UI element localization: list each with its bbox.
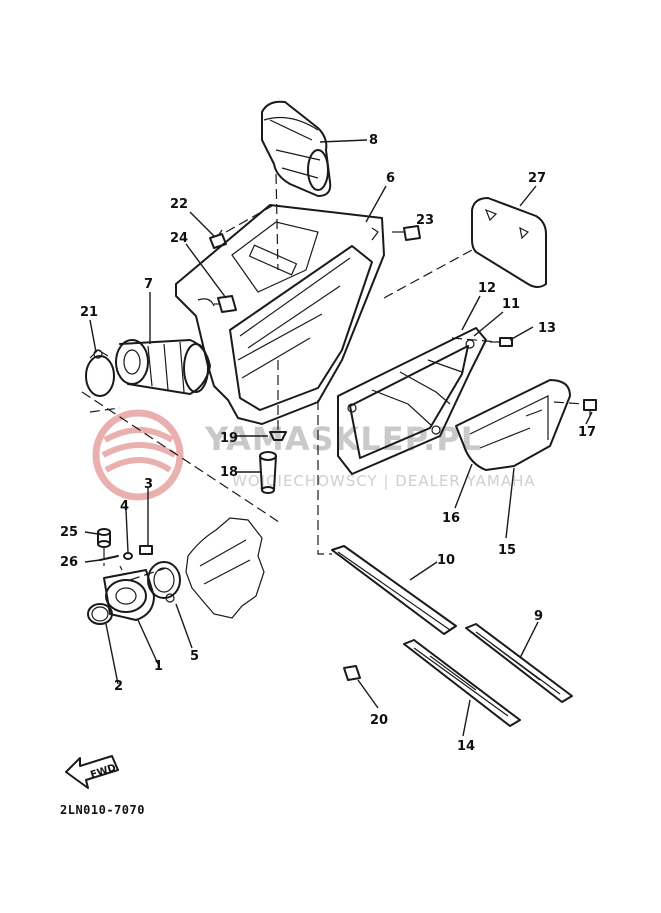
label-part-1: 1 [154, 659, 163, 674]
part-10-filter [331, 545, 457, 635]
watermark-brand: YAMASKLEP.PL [204, 420, 482, 458]
part-16-cover [455, 379, 571, 471]
label-part-27: 27 [528, 171, 546, 186]
part-17-screw [583, 399, 597, 416]
label-part-7: 7 [144, 277, 153, 292]
part-25-collar [97, 528, 111, 548]
label-part-6: 6 [386, 171, 395, 186]
watermark-subtitle: WOJCIECHOWSCY | DEALER YAMAHA [232, 472, 536, 490]
part-19-clip [269, 431, 287, 441]
part-6-air-cleaner-case [175, 204, 385, 425]
part-9-filter [465, 623, 573, 703]
label-part-5: 5 [190, 649, 199, 664]
watermark: YAMASKLEP.PL WOJCIECHOWSCY | DEALER YAMA… [92, 409, 536, 501]
watermark-logo-icon [92, 409, 184, 501]
part-12-element-frame [337, 327, 487, 475]
fwd-label: FWD [89, 763, 117, 782]
label-part-10: 10 [437, 553, 455, 568]
label-part-23: 23 [416, 213, 434, 228]
label-part-22: 22 [170, 197, 188, 212]
part-24-bolt [214, 295, 237, 313]
label-part-3: 3 [144, 477, 153, 492]
part-21-hose-clamp [85, 349, 115, 397]
part-27-plate [471, 197, 547, 288]
carburetor-outline [185, 517, 265, 619]
label-part-19: 19 [220, 431, 238, 446]
part-18-drain-tube [259, 451, 277, 494]
label-part-15: 15 [498, 543, 516, 558]
part-26-pin [99, 555, 119, 561]
part-20-damper [343, 665, 361, 681]
part-4-washer [123, 552, 133, 560]
part-14-filter [403, 639, 521, 727]
label-part-17: 17 [578, 425, 596, 440]
part-3-screw [139, 545, 153, 555]
part-1-carburetor-joint [103, 565, 155, 621]
label-part-18: 18 [220, 465, 238, 480]
label-part-4: 4 [120, 499, 129, 514]
label-part-16: 16 [442, 511, 460, 526]
label-part-26: 26 [60, 555, 78, 570]
part-23-bolt [392, 225, 421, 241]
label-part-20: 20 [370, 713, 388, 728]
part-22-bolt [209, 229, 227, 249]
leader-lines [84, 139, 593, 737]
assembly-lines [81, 173, 585, 581]
label-part-9: 9 [534, 609, 543, 624]
fwd-arrow: FWD [65, 755, 119, 789]
label-part-2: 2 [114, 679, 123, 694]
fwd-arrow-icon [65, 755, 119, 789]
label-part-8: 8 [369, 133, 378, 148]
label-part-25: 25 [60, 525, 78, 540]
label-part-21: 21 [80, 305, 98, 320]
diagram-code: 2LN010-7070 [60, 803, 145, 817]
label-part-11: 11 [502, 297, 520, 312]
part-8-intake-boot [261, 100, 332, 197]
part-number-labels: 8 6 27 22 23 24 7 21 12 11 13 17 19 18 1… [60, 133, 596, 754]
part-5-clamp [147, 561, 181, 603]
label-part-24: 24 [170, 231, 188, 246]
label-part-12: 12 [478, 281, 496, 296]
label-part-13: 13 [538, 321, 556, 336]
part-2-o-ring [87, 603, 113, 625]
part-13-screw [490, 337, 513, 347]
label-part-14: 14 [457, 739, 475, 754]
part-7-intake-joint [115, 339, 211, 395]
